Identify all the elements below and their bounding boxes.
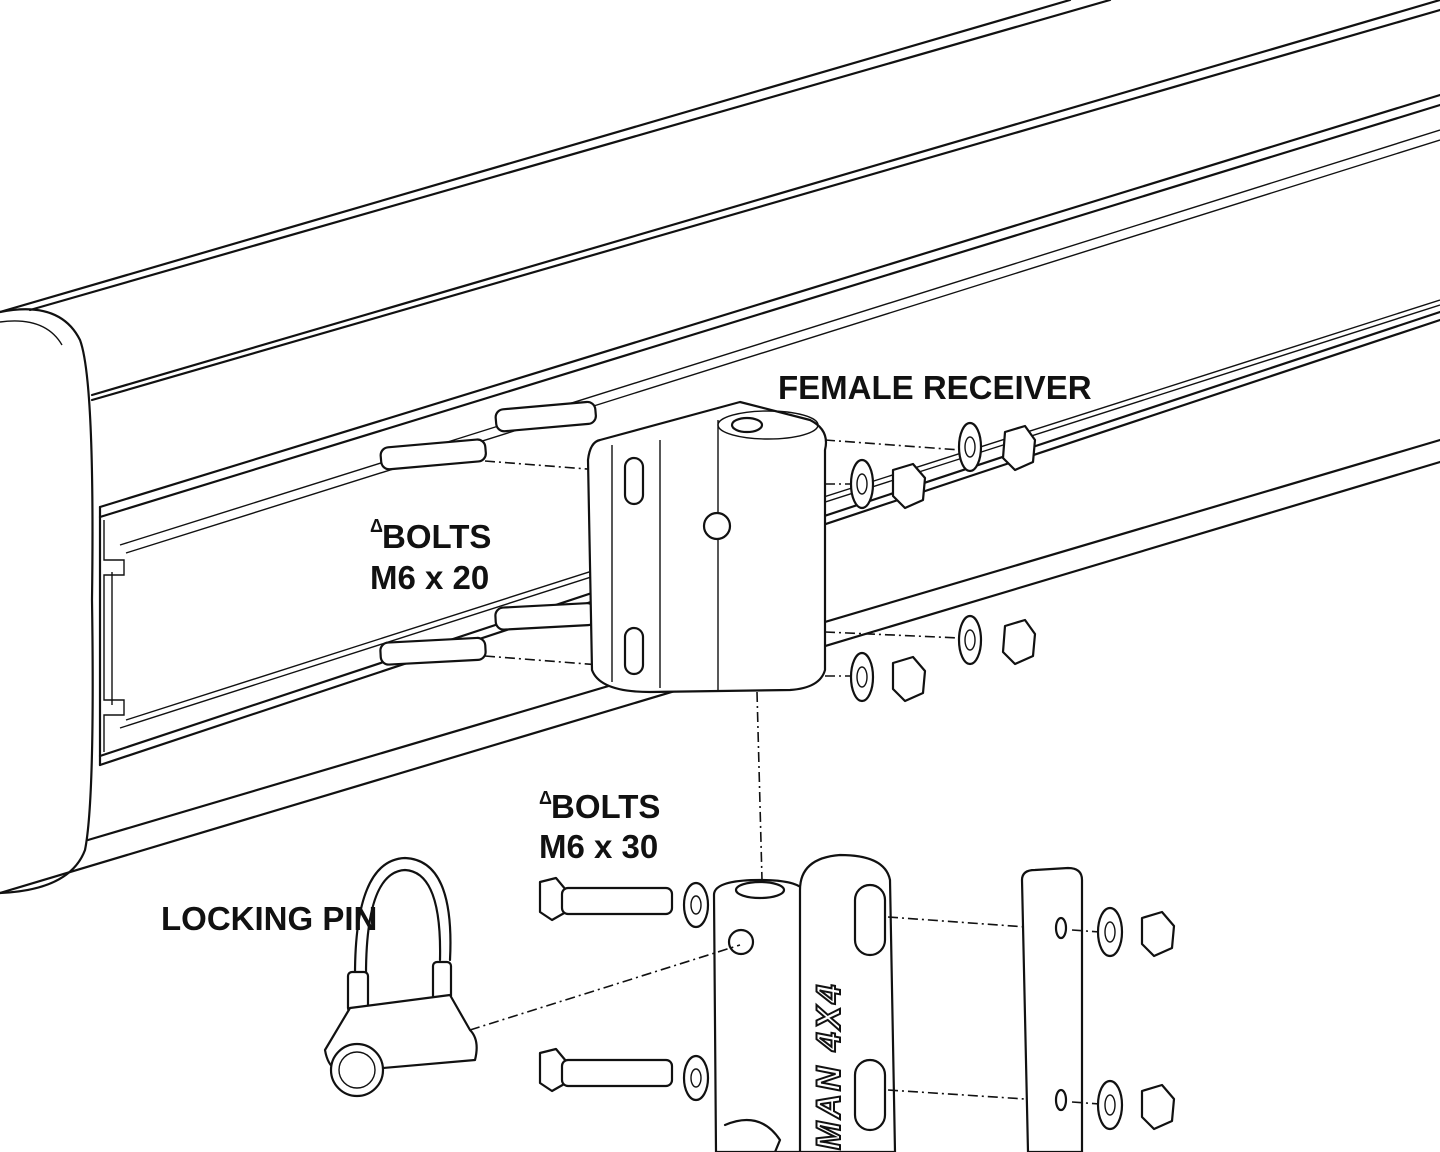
delta-symbol: Δ [539, 788, 552, 808]
lower-bolts-m6x30 [538, 876, 710, 1102]
upper-bolts-m6x20 [379, 400, 601, 666]
bolts-upper-size: M6 x 20 [370, 559, 489, 596]
label-bolts-m6x20: Δ BOLTS M6 x 20 [370, 516, 491, 596]
bolts-upper-title: BOLTS [382, 518, 491, 555]
label-locking-pin: LOCKING PIN [161, 900, 377, 937]
female-receiver [586, 400, 828, 694]
locking-pin-label: LOCKING PIN [161, 900, 377, 937]
alignment-line [756, 691, 763, 881]
upper-washers-nuts [824, 421, 1037, 703]
delta-symbol: Δ [370, 516, 383, 536]
male-mount-bracket: MAN 4X4 [712, 853, 897, 1152]
bolts-lower-size: M6 x 30 [539, 828, 658, 865]
label-bolts-m6x30: Δ BOLTS M6 x 30 [539, 788, 660, 865]
backing-plate [887, 866, 1176, 1152]
bolts-lower-title: BOLTS [551, 788, 660, 825]
label-female-receiver: FEMALE RECEIVER [778, 369, 1092, 406]
embossed-brand-text: MAN 4X4 [810, 982, 848, 1150]
female-receiver-label: FEMALE RECEIVER [778, 369, 1092, 406]
locking-pin [323, 856, 741, 1098]
